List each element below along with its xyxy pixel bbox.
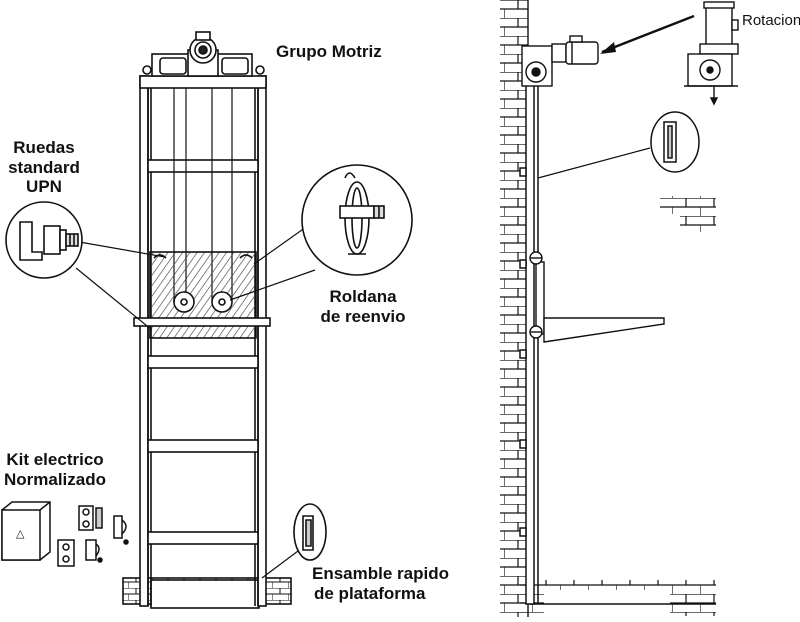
label-ensamble-rapido: Ensamble rapido de plataforma xyxy=(312,564,449,603)
label-kit-electrico: Kit electrico Normalizado xyxy=(0,450,110,489)
brick-wall xyxy=(500,0,528,617)
tower-left-column xyxy=(139,75,149,607)
cross-beam xyxy=(147,159,259,173)
cross-beam xyxy=(147,439,259,453)
detail-ensamble xyxy=(293,503,327,561)
side-carriage xyxy=(529,251,665,343)
tower-right-column xyxy=(257,75,267,607)
label-line: Ruedas xyxy=(13,138,75,157)
label-ruedas-standard-upn: Ruedas standard UPN xyxy=(4,138,84,197)
cross-beam xyxy=(147,531,259,545)
label-line: UPN xyxy=(26,177,62,197)
kit-electrico xyxy=(1,501,129,567)
label-line: Ensamble rapido xyxy=(312,564,449,583)
tower-front-view xyxy=(122,31,292,609)
label-rotacion: Rotacion xyxy=(742,12,800,29)
side-platform xyxy=(543,317,665,343)
tower-top-beam xyxy=(139,75,267,89)
label-grupo-motriz: Grupo Motriz xyxy=(276,42,382,61)
rotacion-detail xyxy=(684,1,739,106)
detail-upn-right xyxy=(650,111,700,173)
label-line: de plataforma xyxy=(314,583,426,603)
label-line: de reenvio xyxy=(320,306,406,326)
detail-roldana xyxy=(301,164,413,276)
detail-ruedas-upn xyxy=(5,201,83,279)
label-line: standard xyxy=(8,157,80,177)
motor-group-top xyxy=(142,31,265,77)
label-roldana-de-reenvio: Roldana de reenvio xyxy=(312,287,414,326)
cross-beam xyxy=(147,355,259,369)
label-line: Roldana xyxy=(329,287,397,306)
wall-side-view xyxy=(500,0,739,617)
label-line: Normalizado xyxy=(3,469,107,489)
platform-bar xyxy=(133,317,271,327)
label-line: Kit electrico xyxy=(6,450,104,469)
side-motor-group xyxy=(521,35,599,87)
triangle-symbol: △ xyxy=(16,527,25,540)
